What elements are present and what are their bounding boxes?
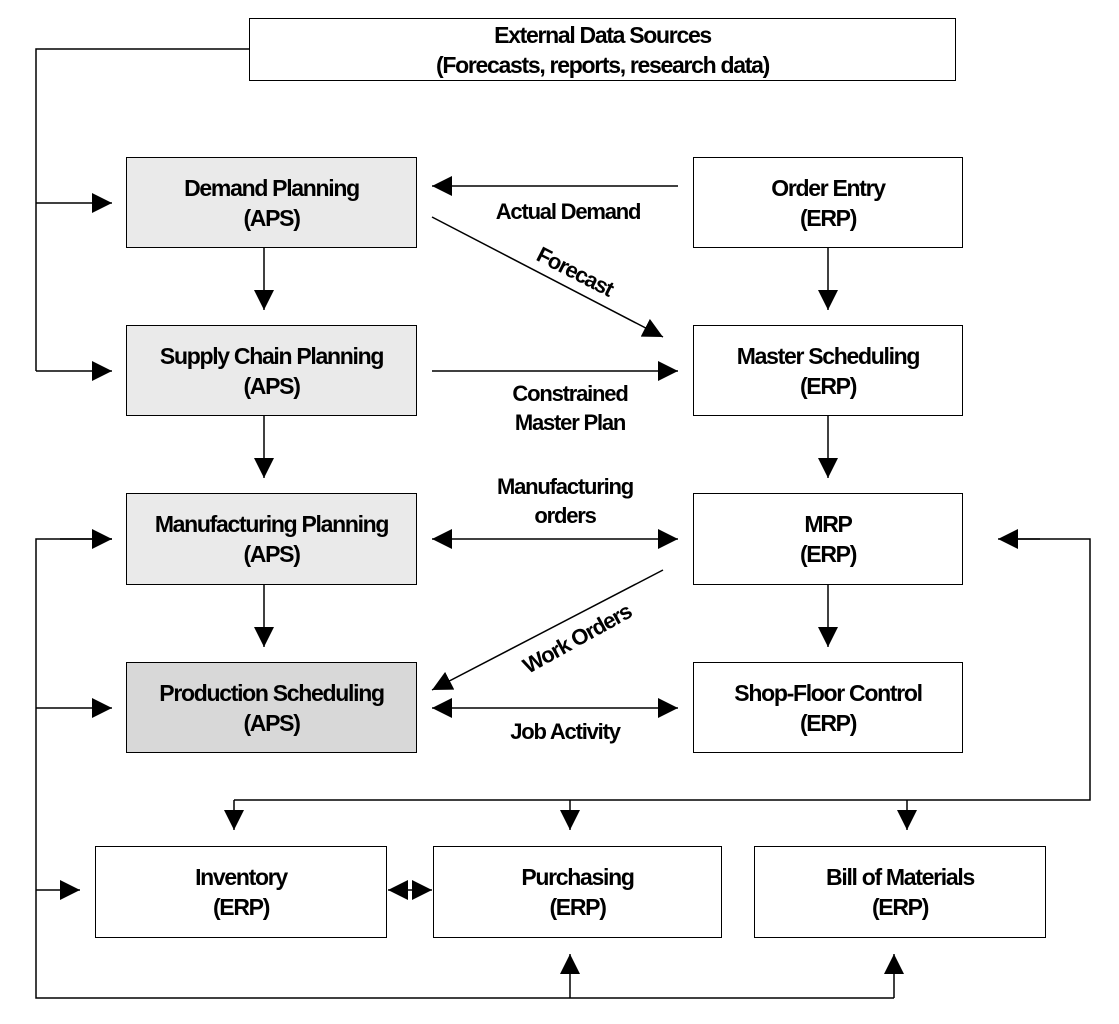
constrained-label-line2: Master Plan bbox=[514, 410, 626, 435]
actual-demand-label: Actual Demand bbox=[495, 199, 642, 224]
order-entry-tag: (ERP) bbox=[799, 204, 857, 231]
bill-of-materials-box: Bill of Materials (ERP) bbox=[754, 846, 1046, 938]
order-entry-title: Order Entry bbox=[771, 174, 886, 201]
master-scheduling-tag: (ERP) bbox=[799, 372, 857, 399]
arrow-work-orders bbox=[431, 569, 664, 691]
shop-floor-control-tag: (ERP) bbox=[799, 709, 857, 736]
master-scheduling-box: Master Scheduling (ERP) bbox=[693, 325, 963, 416]
purchasing-tag: (ERP) bbox=[549, 894, 606, 920]
supply-chain-planning-tag: (APS) bbox=[243, 372, 300, 399]
purchasing-box: Purchasing (ERP) bbox=[433, 846, 722, 938]
manufacturing-orders-label-line2: orders bbox=[534, 503, 596, 528]
demand-planning-tag: (APS) bbox=[243, 204, 300, 231]
production-scheduling-tag: (APS) bbox=[243, 709, 300, 736]
order-entry-box: Order Entry (ERP) bbox=[693, 157, 963, 248]
purchasing-title: Purchasing bbox=[521, 864, 635, 890]
external-title: External Data Sources bbox=[494, 21, 712, 48]
mrp-box: MRP (ERP) bbox=[693, 493, 963, 585]
demand-planning-title: Demand Planning bbox=[184, 174, 360, 201]
inventory-tag: (ERP) bbox=[212, 894, 270, 920]
supply-chain-planning-title: Supply Chain Planning bbox=[159, 342, 384, 369]
constrained-label-line1: Constrained bbox=[512, 381, 628, 406]
supply-chain-planning-box: Supply Chain Planning (APS) bbox=[126, 325, 417, 416]
external-subtitle: (Forecasts, reports, research data) bbox=[436, 51, 770, 78]
production-scheduling-box: Production Scheduling (APS) bbox=[126, 662, 417, 753]
arrow-forecast bbox=[431, 216, 664, 338]
manufacturing-planning-tag: (APS) bbox=[243, 541, 300, 567]
manufacturing-planning-title: Manufacturing Planning bbox=[154, 511, 390, 537]
manufacturing-planning-box: Manufacturing Planning (APS) bbox=[126, 493, 417, 585]
mrp-return-line bbox=[234, 538, 1091, 801]
mrp-title: MRP bbox=[804, 511, 853, 537]
master-scheduling-title: Master Scheduling bbox=[736, 342, 921, 369]
external-data-sources-box: External Data Sources (Forecasts, report… bbox=[249, 18, 956, 81]
demand-planning-box: Demand Planning (APS) bbox=[126, 157, 417, 248]
inventory-title: Inventory bbox=[195, 864, 288, 890]
inventory-box: Inventory (ERP) bbox=[95, 846, 387, 938]
mrp-tag: (ERP) bbox=[799, 541, 857, 567]
job-activity-label: Job Activity bbox=[510, 719, 621, 744]
shop-floor-control-box: Shop-Floor Control (ERP) bbox=[693, 662, 963, 753]
manufacturing-orders-label-line1: Manufacturing bbox=[497, 474, 634, 499]
bill-of-materials-tag: (ERP) bbox=[871, 894, 929, 920]
shop-floor-control-title: Shop-Floor Control bbox=[734, 679, 923, 706]
bill-of-materials-title: Bill of Materials bbox=[826, 864, 975, 890]
external-feed-line bbox=[35, 48, 249, 371]
production-scheduling-title: Production Scheduling bbox=[159, 679, 385, 706]
